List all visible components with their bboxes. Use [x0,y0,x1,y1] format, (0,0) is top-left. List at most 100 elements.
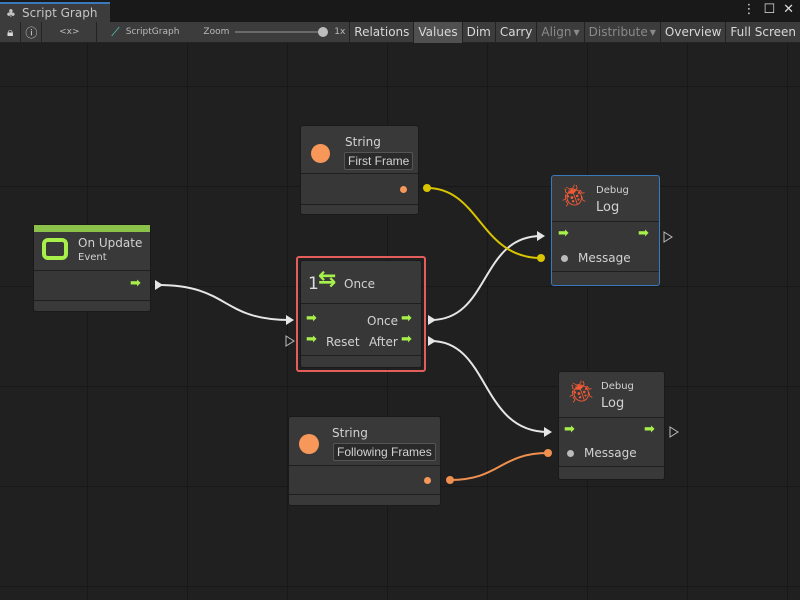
flow-arrow-icon: ➡ [638,226,649,241]
node-title: Log [601,396,625,411]
zoom-label: Zoom [203,27,230,37]
tab-bar: ♣Script Graph ⋮ ☐ ✕ [0,0,800,22]
flow-arrow-icon: ➡ [130,276,141,291]
once-node[interactable]: 1 ⇆ Once ➡ Once ➡ ➡ Reset After ➡ [300,260,422,368]
string-value-field[interactable]: Following Frames [333,443,436,461]
port-dot [544,449,552,457]
node-body: ➡ ➡ Message [559,418,664,467]
hierarchy-icon: ♣ [6,7,16,20]
node-title: Log [596,200,620,215]
debug-log-node-2[interactable]: 🐞︎ Debug Log ➡ ➡ Message [558,371,665,480]
once-icon-number: 1 [308,274,319,294]
chevron-down-icon: ▼ [649,27,656,37]
close-icon[interactable]: ✕ [783,2,794,17]
port-label-reset: Reset [326,335,360,349]
port-dot [446,476,454,484]
carry-button[interactable]: Carry [496,21,538,43]
node-category: Debug [601,381,634,392]
node-body [289,466,440,495]
node-title: Once [344,277,376,291]
dim-button[interactable]: Dim [463,21,496,43]
distribute-dropdown[interactable]: Distribute▼ [585,21,661,43]
flow-port-in [537,231,545,241]
debug-log-node-1[interactable]: 🐞︎ Debug Log ➡ ➡ Message [551,175,660,286]
flow-port-out [155,280,163,290]
string-value-field[interactable]: First Frame [344,152,414,170]
bug-icon: 🐞︎ [567,380,595,405]
flow-arrow-icon: ➡ [306,332,317,347]
full-screen-button[interactable]: Full Screen [730,25,796,39]
port-label-once: Once [367,314,399,328]
string-wire [449,452,549,481]
graph-breadcrumb: ⟋ ScriptGraph Zoom 1x [97,21,351,43]
zoom-slider[interactable] [235,27,329,37]
port-dot [537,254,545,262]
output-port-dot[interactable] [400,186,407,193]
values-button[interactable]: Values [414,21,463,43]
port-label-after: After [369,335,398,349]
flow-port-out [669,426,679,438]
node-body: ➡ ➡ Message [552,222,659,272]
kebab-icon[interactable]: ⋮ [742,2,756,17]
node-category: Debug [596,185,629,196]
input-port-dot[interactable] [567,450,574,457]
chevron-down-icon: ▼ [573,27,580,37]
align-label: Align [541,25,572,39]
graph-name-link[interactable]: ScriptGraph [125,27,180,37]
flow-wire [157,284,291,321]
selection-outline [296,256,426,372]
node-title: String [332,426,368,440]
flow-wire [430,340,549,433]
flow-arrow-icon: ➡ [401,311,412,326]
flow-arrow-icon: ➡ [558,226,569,241]
node-body [301,174,418,205]
graph-icon: ⟋ [111,24,120,39]
node-body: ➡ Once ➡ ➡ Reset After ➡ [301,304,421,356]
flow-port-in [286,315,294,325]
on-update-node[interactable]: On Update Event ➡ [33,224,151,312]
code-button[interactable]: <x> [42,21,98,43]
flow-arrow-icon: ➡ [644,422,655,437]
port-label-message: Message [578,251,631,265]
node-header: String Following Frames [289,417,440,466]
flow-arrow-icon: ➡ [401,332,412,347]
info-button[interactable]: ⓘ [21,21,43,43]
distribute-label: Distribute [588,25,648,39]
node-header: 1 ⇆ Once [301,261,421,304]
node-body: ➡ [34,271,150,301]
node-header: On Update Event [34,232,150,271]
node-header: 🐞︎ Debug Log [559,372,664,418]
tab-script-graph[interactable]: ♣Script Graph [0,2,110,22]
flow-port-out [663,231,673,243]
input-port-dot[interactable] [561,255,568,262]
output-port-dot[interactable] [424,477,431,484]
lock-button[interactable]: 🔒︎ [0,21,22,43]
node-title: On Update [78,236,143,250]
overview-button[interactable]: Overview [661,21,727,43]
toolbar: 🔒︎ ⓘ <x> ⟋ ScriptGraph Zoom 1x Relations… [0,21,800,43]
flow-port-out [428,315,436,325]
align-dropdown[interactable]: Align▼ [537,21,585,43]
flow-wire [430,235,542,321]
node-header: String First Frame [301,126,418,174]
string-wire [426,187,542,259]
bug-icon: 🐞︎ [560,184,588,209]
port-dot [423,184,431,192]
zoom-slider-handle[interactable] [318,27,329,37]
refresh-icon: ⇆ [318,267,337,292]
node-header: 🐞︎ Debug Log [552,176,659,222]
relations-button[interactable]: Relations [350,21,415,43]
flow-port-out [428,336,436,346]
flow-port-in [544,427,552,437]
string-node-following-frames[interactable]: String Following Frames [288,416,441,506]
event-accent-bar [34,225,150,232]
flow-arrow-icon: ➡ [564,422,575,437]
flow-port-in [285,335,295,347]
node-subtitle: Event [78,252,107,263]
lock-icon: 🔒︎ [6,24,14,39]
update-loop-icon [42,238,68,260]
string-node-first-frame[interactable]: String First Frame [300,125,419,215]
maximize-icon[interactable]: ☐ [763,2,776,17]
info-icon: ⓘ [25,25,38,40]
